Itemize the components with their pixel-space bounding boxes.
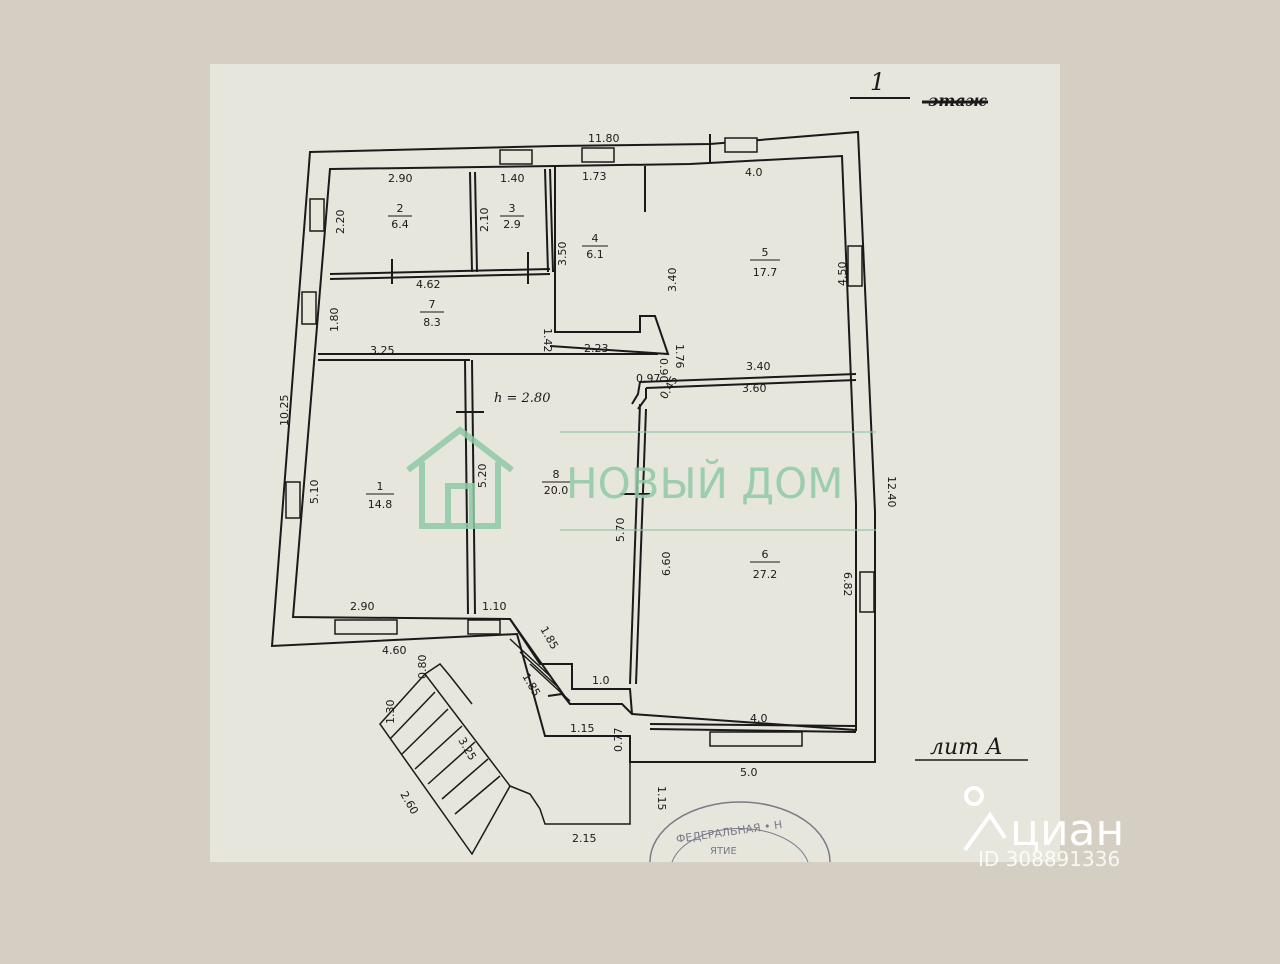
- stamp-text-2: ЯТИЕ: [710, 846, 737, 857]
- dim-r4-width: 1.73: [582, 170, 607, 183]
- dimension-labels: 11.80 2.90 1.40 1.73 4.0 2.20 2.10 3.50 …: [278, 132, 898, 845]
- stamp: ФЕДЕРАЛЬНАЯ • Н ЯТИЕ: [649, 801, 831, 862]
- dim-diag-c: 1.76: [673, 344, 686, 369]
- dim-r3-width: 1.40: [500, 172, 525, 185]
- windows: [285, 137, 875, 747]
- plan-label: лит А: [915, 735, 1028, 761]
- dim-r6-right: 6.82: [841, 572, 854, 597]
- dim-r7-width: 4.62: [416, 278, 441, 291]
- entrance-stairs: [379, 638, 631, 856]
- dim-r5-height: 4.50: [836, 262, 849, 287]
- room-3-number: 3: [509, 202, 516, 215]
- dim-vest-c: 0.77: [612, 728, 625, 753]
- room-2-area: 6.4: [391, 218, 409, 231]
- dim-r1-bottom: 2.90: [350, 600, 375, 613]
- dim-porch-a: 0.80: [416, 655, 429, 680]
- room-1-area: 14.8: [368, 498, 393, 511]
- dim-r6-bottom: 4.0: [750, 712, 768, 725]
- room-labels: 2 6.4 3 2.9 4 6.1 5 17.7 7 8.3 1 14.8 8 …: [366, 202, 780, 581]
- room-8-number: 8: [553, 468, 560, 481]
- dim-r3-height: 2.10: [478, 208, 491, 233]
- dim-right-total: 12.40: [885, 476, 898, 508]
- dim-stair-right: 1.15: [655, 786, 668, 811]
- dim-stair-c: 2.60: [397, 789, 421, 817]
- dim-vest-a: 1.0: [592, 674, 610, 687]
- exterior-walls: [270, 130, 876, 763]
- dim-vest-b: 1.15: [570, 722, 595, 735]
- plan-label-text: лит А: [930, 735, 1003, 760]
- dim-r7-right: 1.42: [541, 328, 554, 353]
- stamp-text: ФЕДЕРАЛЬНАЯ • Н: [675, 818, 783, 846]
- dim-step-a: 1.85: [537, 624, 561, 652]
- dim-r7-height: 1.80: [328, 308, 341, 333]
- floor-plan: 1 этаж 2 6.4 3 2.9 4 6.1 5 17.7 7 8.3 1 …: [270, 68, 1028, 862]
- ceiling-height: h = 2.80: [494, 391, 550, 406]
- room-4-area: 6.1: [586, 248, 604, 261]
- room-4-number: 4: [592, 232, 599, 245]
- room-6-number: 6: [762, 548, 769, 561]
- room-6-area: 27.2: [753, 568, 778, 581]
- room-5-area: 17.7: [753, 266, 778, 279]
- dim-r1-top: 3.25: [370, 344, 395, 357]
- dim-r4-height: 3.50: [556, 242, 569, 267]
- dim-bottom-stair: 2.15: [572, 832, 597, 845]
- dim-r1-height: 5.10: [308, 480, 321, 505]
- dim-bottom-left: 4.60: [382, 644, 407, 657]
- room-2-number: 2: [397, 202, 404, 215]
- dim-r6-top: 3.60: [742, 382, 767, 395]
- dim-top-total: 11.80: [588, 132, 620, 145]
- dim-diag-a: 0.97: [636, 372, 661, 385]
- room-5-number: 5: [762, 246, 769, 259]
- dim-r2-width: 2.90: [388, 172, 413, 185]
- dim-step-b: 1.85: [519, 671, 543, 699]
- room-7-number: 7: [429, 298, 436, 311]
- dim-r6-top-outer: 3.40: [746, 360, 771, 373]
- door-marks: [391, 134, 711, 495]
- interior-walls: [318, 166, 857, 733]
- dim-r4-bottom: 2.23: [584, 342, 609, 355]
- dim-r5-width: 4.0: [745, 166, 763, 179]
- dim-diag-b: 0.90: [657, 358, 670, 383]
- dim-r2-height: 2.20: [334, 210, 347, 235]
- floor-number: 1: [870, 68, 885, 96]
- dim-hall-height: 5.20: [476, 464, 489, 489]
- room-3-area: 2.9: [503, 218, 521, 231]
- dim-stair-a: 1.30: [384, 700, 397, 725]
- dim-hall-right: 5.70: [614, 518, 627, 543]
- room-7-area: 8.3: [423, 316, 441, 329]
- room-8-area: 20.0: [544, 484, 569, 497]
- dim-r6-left: 6.60: [660, 552, 673, 577]
- dim-hall-bottom: 1.10: [482, 600, 507, 613]
- floor-plan-sheet: 1 этаж 2 6.4 3 2.9 4 6.1 5 17.7 7 8.3 1 …: [210, 64, 1060, 862]
- dim-left-total: 10.25: [278, 395, 291, 427]
- room-1-number: 1: [377, 480, 384, 493]
- dim-r5-inner: 3.40: [666, 268, 679, 293]
- floor-header: 1 этаж: [850, 68, 988, 110]
- dim-bottom-right: 5.0: [740, 766, 758, 779]
